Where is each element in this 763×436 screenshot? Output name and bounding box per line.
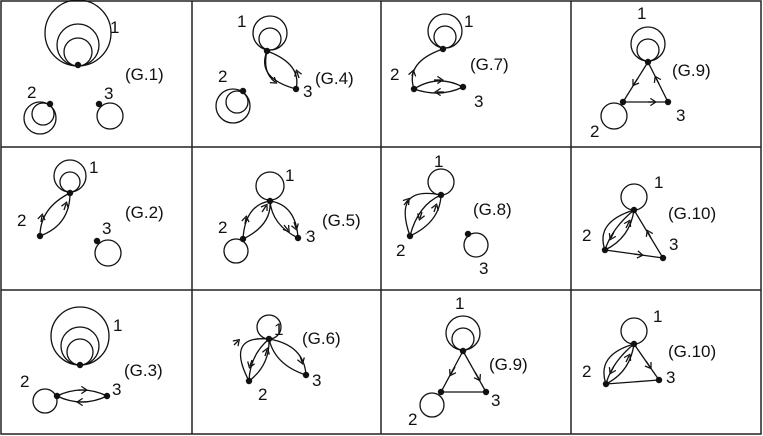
panel-g5: 1 2 3 (G.5) — [218, 166, 361, 264]
node-label-1: 1 — [654, 173, 663, 192]
node-label-3: 3 — [676, 106, 685, 125]
node-label-3: 3 — [479, 259, 488, 278]
panel-g10-b: 1 2 3 (G.10) — [582, 307, 716, 388]
panel-g6: 1 2 3 (G.6) — [232, 314, 341, 404]
node-label-2: 2 — [396, 241, 405, 260]
panel-g3: 1 2 3 (G.3) — [20, 306, 163, 414]
node-label-2: 2 — [27, 83, 36, 102]
graph-caption: (G.9) — [489, 355, 528, 374]
node-label-1: 1 — [455, 294, 464, 313]
node-label-3: 3 — [669, 235, 678, 254]
panel-g2: 1 2 3 (G.2) — [17, 158, 164, 267]
node-label-3: 3 — [666, 368, 675, 387]
node-label-1: 1 — [113, 316, 122, 335]
graph-caption: (G.6) — [302, 329, 341, 348]
graph-caption: (G.4) — [315, 69, 354, 88]
graph-caption: (G.3) — [124, 361, 163, 380]
node-label-3: 3 — [112, 380, 121, 399]
node-label-3: 3 — [491, 391, 500, 410]
node-label-1: 1 — [110, 18, 119, 37]
node-label-1: 1 — [89, 158, 98, 177]
graph-caption: (G.1) — [125, 65, 164, 84]
node-label-3: 3 — [102, 219, 111, 238]
node-label-3: 3 — [303, 82, 312, 101]
node-label-3: 3 — [312, 371, 321, 390]
panel-g9-a: 1 2 3 (G.9) — [590, 4, 711, 141]
graph-caption: (G.8) — [473, 200, 512, 219]
node-label-2: 2 — [218, 67, 227, 86]
graph-caption: (G.5) — [322, 211, 361, 230]
node-label-2: 2 — [408, 410, 417, 429]
graph-caption: (G.10) — [668, 342, 716, 361]
node-label-1: 1 — [637, 4, 646, 23]
node-label-1: 1 — [285, 166, 294, 185]
node-label-3: 3 — [306, 227, 315, 246]
node-label-2: 2 — [390, 65, 399, 84]
node-label-2: 2 — [582, 226, 591, 245]
node-label-2: 2 — [17, 211, 26, 230]
node-label-1: 1 — [434, 152, 443, 171]
panel-g10-a: 1 2 3 (G.10) — [582, 173, 716, 262]
panel-g1: 1 2 3 (G.1) — [23, 0, 164, 135]
node-label-3: 3 — [104, 84, 113, 103]
node-label-2: 2 — [590, 122, 599, 141]
graph-caption: (G.7) — [470, 55, 509, 74]
graph-caption: (G.9) — [672, 61, 711, 80]
panel-g4: 1 2 3 (G.4) — [215, 12, 354, 124]
graph-caption: (G.2) — [125, 203, 164, 222]
panel-g7: 1 2 3 (G.7) — [390, 12, 509, 111]
panel-g9-b: 1 2 3 (G.9) — [408, 294, 528, 429]
node-label-1: 1 — [237, 12, 246, 31]
node-label-1: 1 — [464, 12, 473, 31]
node-label-1: 1 — [653, 307, 662, 326]
panel-g8: 1 2 3 (G.8) — [396, 152, 512, 278]
node-label-2: 2 — [20, 372, 29, 391]
node-label-2: 2 — [258, 385, 267, 404]
node-label-3: 3 — [474, 92, 483, 111]
node-label-1: 1 — [274, 320, 283, 339]
node-label-2: 2 — [582, 362, 591, 381]
graph-caption: (G.10) — [668, 204, 716, 223]
node-label-2: 2 — [218, 218, 227, 237]
